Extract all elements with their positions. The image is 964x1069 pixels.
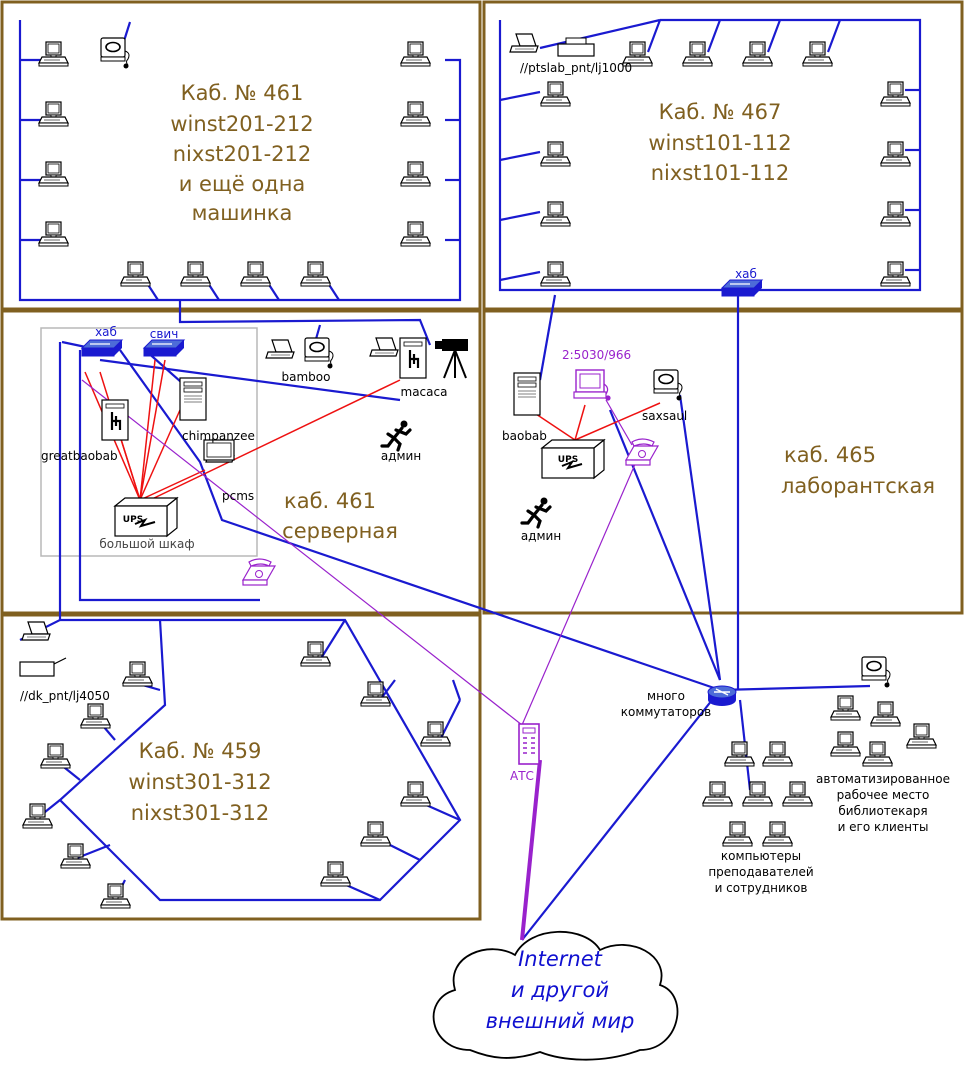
room-walls (0, 0, 964, 921)
printer-467-label: //ptslab_pnt/lj1000 (520, 61, 632, 75)
hub-server-label: хаб (95, 325, 117, 339)
pbx-label: АТС (510, 769, 534, 783)
wall-459 (0, 613, 482, 921)
svg-text:компьютеры: компьютеры (721, 849, 801, 863)
greatbaobab-label: greatbaobab (41, 449, 118, 463)
svg-text:nixst101-112: nixst101-112 (651, 161, 790, 185)
room-467-title: Каб. № 467 winst101-112 nixst101-112 (648, 100, 791, 185)
lan-wiring (18, 18, 922, 941)
power-lines (84, 359, 661, 501)
svg-text:winst201-212: winst201-212 (170, 112, 313, 136)
admin-465-label: админ (521, 529, 561, 543)
internet-cloud (432, 930, 679, 1061)
svg-text:автоматизированное: автоматизированное (816, 772, 950, 786)
room-465-title: каб. 465 лаборантская (781, 443, 935, 498)
wall-465 (482, 309, 964, 615)
svg-text:каб. 461: каб. 461 (284, 489, 376, 513)
svg-text:и сотрудников: и сотрудников (715, 881, 808, 895)
library-computers (830, 656, 937, 767)
pcms-label: pcms (222, 489, 254, 503)
svg-text:внешний мир: внешний мир (486, 1009, 635, 1033)
room-459-computers (19, 621, 451, 909)
chimpanzee-label: chimpanzee (182, 429, 255, 443)
svg-text:winst101-112: winst101-112 (648, 131, 791, 155)
room-461-title: Каб. № 461 winst201-212 nixst201-212 и е… (170, 81, 313, 225)
svg-text:Каб. № 459: Каб. № 459 (139, 739, 262, 763)
hub-467-label: хаб (735, 267, 757, 281)
server-room-equipment (81, 336, 468, 586)
ups-server-label: UPS (123, 515, 143, 525)
modem-label: 2:5030/966 (562, 348, 631, 362)
ups-465-label: UPS (558, 455, 578, 465)
pbx (518, 723, 540, 765)
room-461-server-title: каб. 461 серверная (282, 489, 398, 543)
svg-text:каб. 465: каб. 465 (784, 443, 876, 467)
svg-text:рабочее место: рабочее место (837, 788, 930, 802)
phone-lines (81, 379, 637, 941)
svg-text:лаборантская: лаборантская (781, 474, 935, 498)
svg-text:Каб. № 461: Каб. № 461 (181, 81, 304, 105)
room-467-computers (509, 33, 911, 297)
switches-label-2: коммутаторов (621, 705, 712, 719)
svg-text:Internet: Internet (518, 947, 603, 971)
svg-text:nixst201-212: nixst201-212 (173, 142, 312, 166)
svg-text:winst301-312: winst301-312 (128, 770, 271, 794)
room-465-equipment (513, 369, 683, 529)
wall-467 (482, 0, 964, 311)
library-label: автоматизированное рабочее место библиот… (816, 772, 950, 834)
staff-computers (702, 741, 813, 847)
svg-text:и его клиенты: и его клиенты (838, 820, 929, 834)
big-cabinet-label: большой шкаф (99, 537, 194, 551)
svg-text:Каб. № 467: Каб. № 467 (659, 100, 782, 124)
svg-text:nixst301-312: nixst301-312 (131, 801, 270, 825)
bamboo-label: bamboo (282, 370, 331, 384)
wall-461 (0, 0, 482, 311)
svg-text:библиотекаря: библиотекаря (838, 804, 927, 818)
svg-text:машинка: машинка (192, 201, 293, 225)
switches-label-1: много (647, 689, 685, 703)
svg-text:и ещё одна: и ещё одна (179, 172, 306, 196)
server-cabinet (40, 327, 258, 557)
svg-text:и другой: и другой (511, 978, 609, 1002)
macaca-label: macaca (401, 385, 448, 399)
svg-text:серверная: серверная (282, 519, 398, 543)
switch-server-label: свич (150, 327, 179, 341)
room-459-title: Каб. № 459 winst301-312 nixst301-312 (128, 739, 271, 825)
svg-text:преподавателей: преподавателей (708, 865, 813, 879)
central-switch (707, 685, 737, 706)
printer-459-label: //dk_pnt/lj4050 (20, 689, 110, 703)
admin-461-label: админ (381, 449, 421, 463)
baobab-label: baobab (502, 429, 547, 443)
staff-label: компьютеры преподавателей и сотрудников (708, 849, 813, 895)
wall-461-server (0, 309, 482, 615)
internet-label: Internet и другой внешний мир (486, 947, 635, 1033)
saxsaul-label: saxsaul (642, 409, 687, 423)
